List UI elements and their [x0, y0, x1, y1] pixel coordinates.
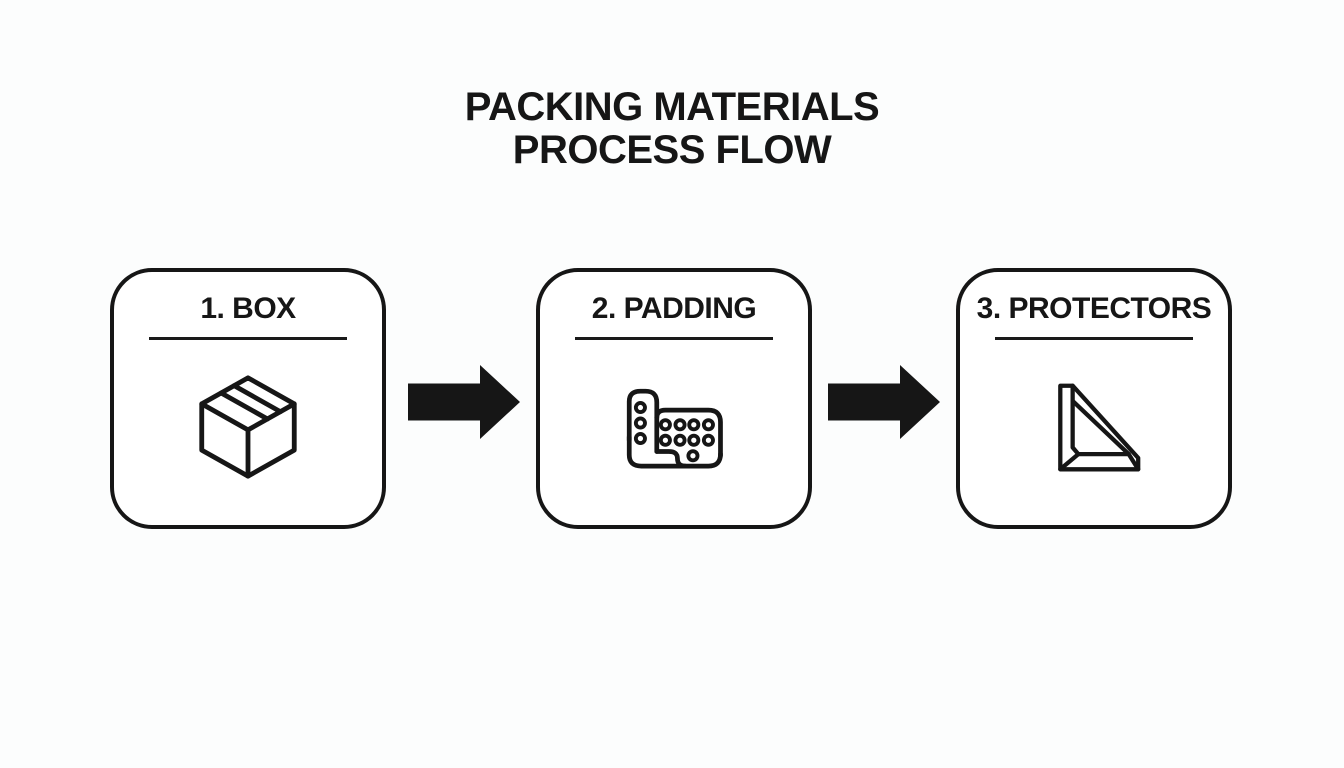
- label-underline: [149, 337, 347, 340]
- corner-protector-icon: [1047, 380, 1142, 475]
- flow-arrow-right-icon: [408, 365, 520, 439]
- step-label: 2. PADDING: [591, 292, 757, 325]
- flow-arrow-right-icon: [828, 365, 940, 439]
- title-line-2: PROCESS FLOW: [512, 128, 832, 172]
- step-label: 1. BOX: [200, 292, 296, 325]
- title-line-1: PACKING MATERIALS: [464, 85, 880, 129]
- step-card-padding: 2. PADDING: [536, 268, 812, 529]
- box-icon: [195, 373, 301, 481]
- step-label: 3. PROTECTORS: [976, 292, 1212, 325]
- label-underline: [995, 337, 1193, 340]
- step-card-box: 1. BOX: [110, 268, 386, 529]
- step-card-protectors: 3. PROTECTORS: [956, 268, 1232, 529]
- diagram-title: PACKING MATERIALS PROCESS FLOW: [0, 86, 1344, 172]
- label-underline: [575, 337, 773, 340]
- bubble-wrap-icon: [618, 380, 730, 479]
